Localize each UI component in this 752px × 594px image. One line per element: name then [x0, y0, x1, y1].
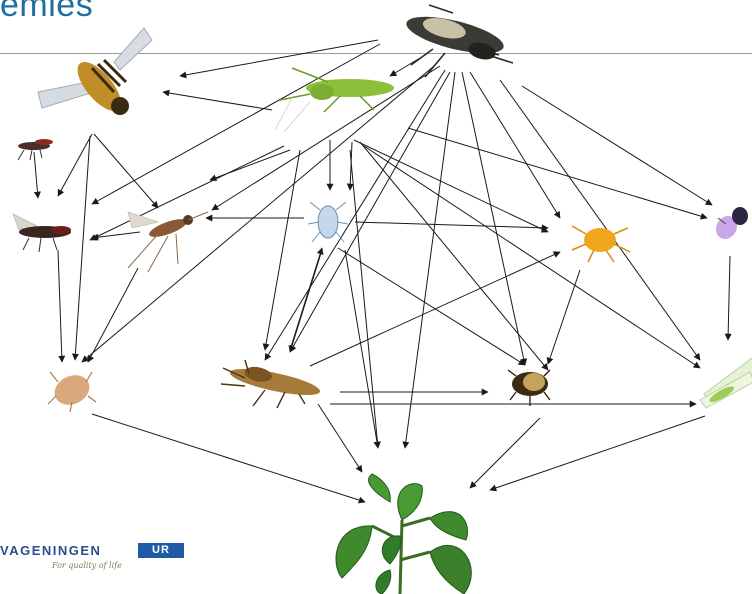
arrow: [338, 248, 525, 365]
arrow: [290, 72, 450, 352]
arrow: [522, 86, 712, 205]
hoverfly-icon: [38, 28, 152, 118]
arrow: [92, 44, 380, 204]
arrow: [490, 416, 705, 490]
arrow: [58, 250, 62, 362]
arrow: [470, 418, 540, 488]
logo-ur-box: UR: [138, 543, 184, 558]
gall-midge-icon: [128, 212, 208, 272]
arrow: [94, 134, 158, 208]
thrips-predator-icon: [221, 360, 322, 408]
arrow: [462, 72, 525, 365]
green-lacewing-icon: [700, 358, 752, 408]
predatory-bug-icon: [403, 5, 513, 77]
arrow: [34, 152, 38, 198]
arrow: [350, 150, 378, 448]
orange-mite-icon: [572, 226, 630, 262]
arrow: [290, 248, 322, 350]
arrow: [728, 256, 730, 340]
arrow: [180, 40, 378, 76]
arrow: [360, 142, 548, 370]
arrow: [163, 92, 272, 110]
arrow: [265, 150, 300, 350]
arrow: [548, 270, 580, 364]
plant-icon: [336, 474, 471, 594]
arrows: [34, 40, 730, 502]
dark-wasp-icon: [13, 214, 71, 252]
arrow: [318, 404, 362, 472]
arrow: [345, 250, 378, 448]
arrow: [364, 146, 700, 368]
small-wasp-icon: [18, 139, 53, 160]
arrow: [310, 252, 560, 366]
arrow: [355, 222, 548, 228]
arrow: [92, 414, 365, 502]
arrow: [290, 250, 322, 352]
grasshopper-icon: [275, 68, 394, 132]
brown-beetle-icon: [508, 370, 550, 406]
arrow: [354, 140, 548, 232]
logo-tagline: For quality of life: [52, 561, 122, 570]
arrow: [90, 146, 284, 240]
purple-fly-icon: [712, 207, 748, 243]
logo-wordmark: VAGENINGEN: [0, 543, 101, 558]
arrow: [75, 136, 90, 360]
arrow: [390, 58, 420, 76]
arrow: [88, 268, 138, 362]
aphid-icon: [48, 370, 96, 412]
arrow: [500, 80, 700, 360]
